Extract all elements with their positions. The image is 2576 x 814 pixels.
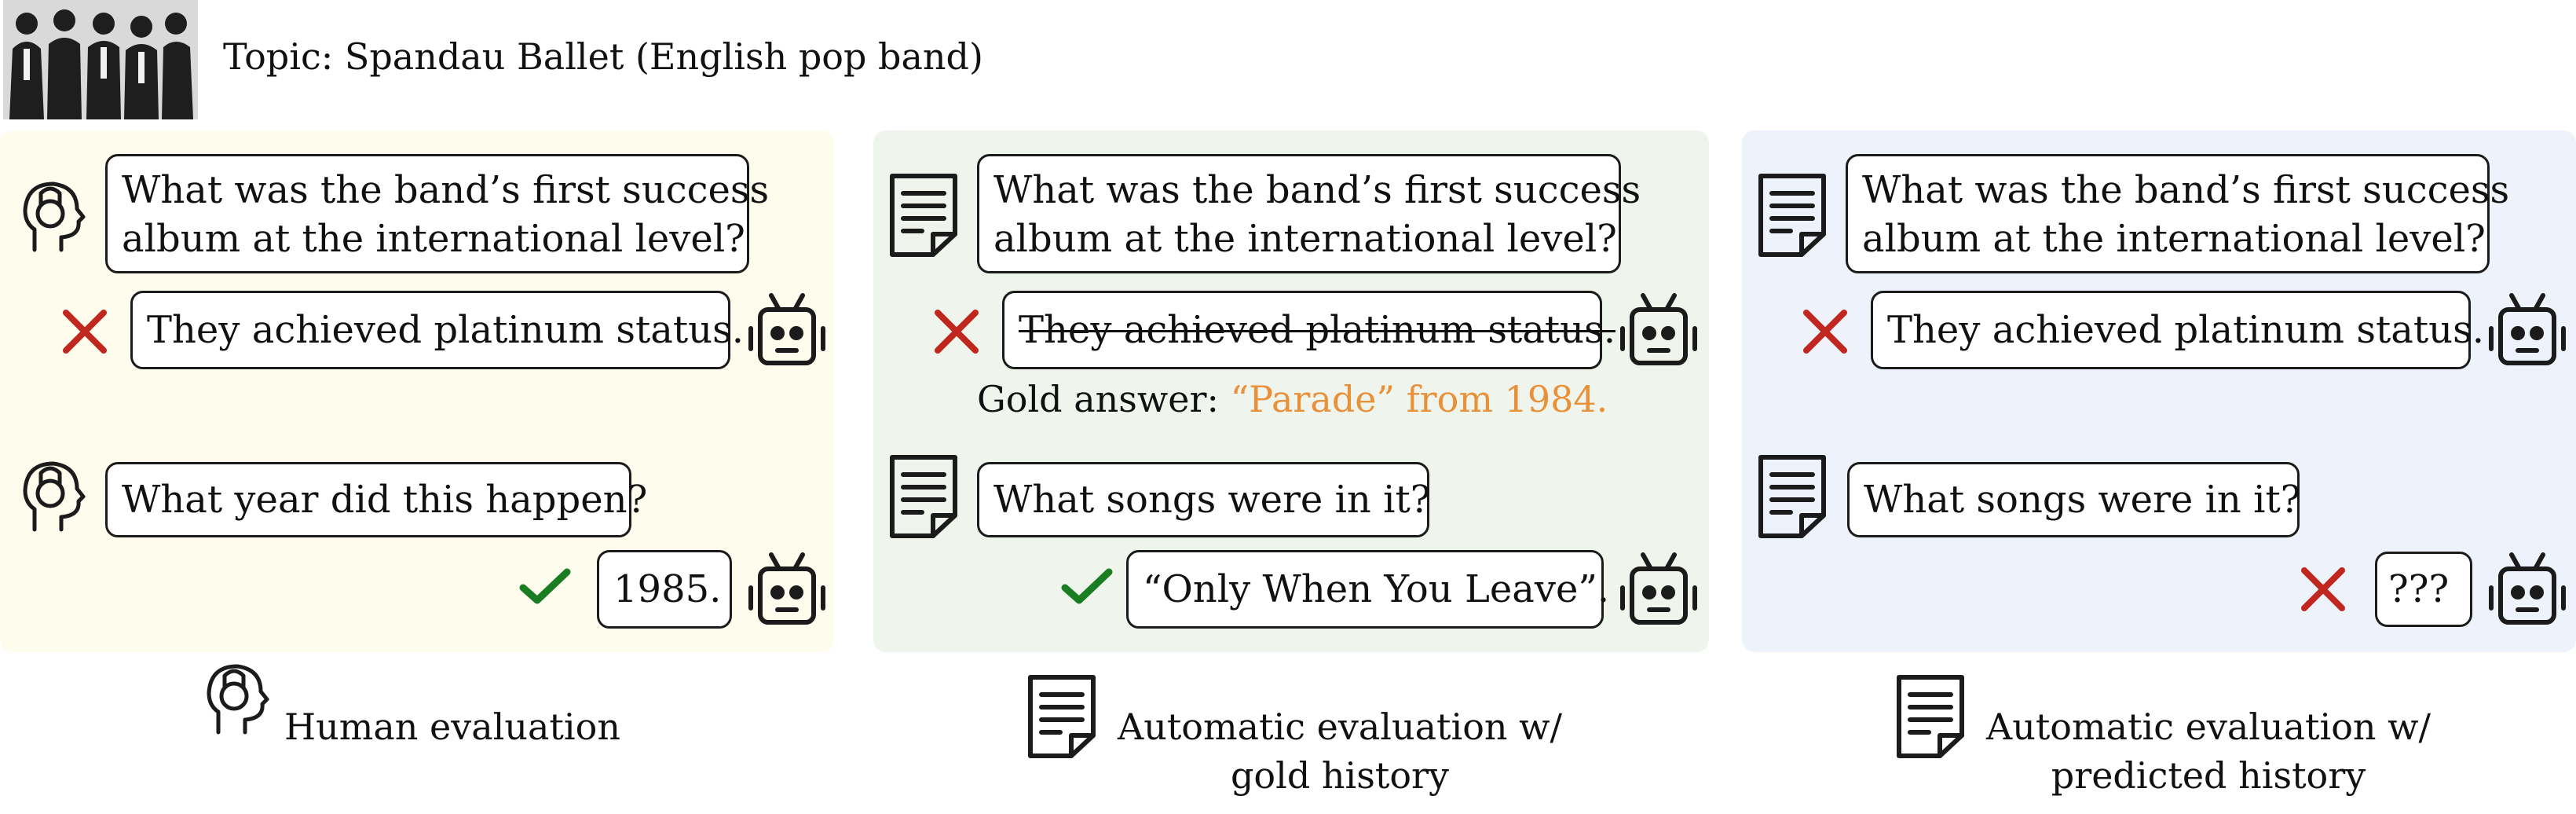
caption-line: gold history <box>1230 754 1450 797</box>
question-text: What songs were in it? <box>993 478 1431 522</box>
cross-icon <box>60 306 110 357</box>
answer-bubble: They achieved platinum status. <box>130 291 744 369</box>
caption-line: Automatic evaluation w/ <box>1117 706 1563 748</box>
robot-icon <box>746 291 828 369</box>
answer-text: They achieved platinum status. <box>147 308 744 352</box>
answer-text: ??? <box>2388 567 2450 611</box>
robot-icon <box>2486 291 2568 369</box>
question-bubble: What was the band’s first success album … <box>1846 154 2510 273</box>
robot-icon <box>1618 550 1700 629</box>
gold-answer: Gold answer: “Parade” from 1984. <box>977 376 1608 423</box>
caption-line: Automatic evaluation w/ <box>1985 706 2431 748</box>
robot-icon <box>746 550 828 629</box>
document-icon <box>1026 674 1098 759</box>
question-bubble: What songs were in it? <box>977 462 1431 537</box>
question-line: album at the international level? <box>122 217 745 261</box>
question-line: What was the band’s first success <box>122 168 770 212</box>
document-icon <box>1894 674 1967 759</box>
answer-text: 1985. <box>613 567 722 611</box>
answer-text: They achieved platinum status. <box>1887 308 2484 352</box>
robot-icon <box>1618 291 1700 369</box>
gold-answer-value: “Parade” from 1984. <box>1230 378 1608 420</box>
cross-icon <box>931 306 982 357</box>
answer-bubble: “Only When You Leave”. <box>1126 550 1609 629</box>
question-line: What was the band’s first success <box>993 168 1641 212</box>
human-head-icon <box>14 457 90 536</box>
question-line: album at the international level? <box>993 217 1617 261</box>
question-bubble: What was the band’s first success album … <box>105 154 770 273</box>
answer-bubble: 1985. <box>597 550 732 629</box>
question-line: What was the band’s first success <box>1862 168 2510 212</box>
answer-bubble: They achieved platinum status. <box>1871 291 2484 369</box>
question-bubble: What year did this happen? <box>105 462 647 537</box>
human-head-icon <box>198 660 273 739</box>
caption-gold-history: Automatic evaluation w/ gold history <box>1112 702 1568 800</box>
document-icon <box>887 173 960 258</box>
check-icon <box>518 566 572 607</box>
document-icon <box>1756 454 1828 539</box>
document-icon <box>1756 173 1828 258</box>
question-text: What year did this happen? <box>122 478 648 522</box>
robot-icon <box>2486 550 2568 629</box>
topic-title: Topic: Spandau Ballet (English pop band) <box>223 35 983 78</box>
caption-human-evaluation: Human evaluation <box>284 706 620 748</box>
question-text: What songs were in it? <box>1864 478 2301 522</box>
human-head-icon <box>14 178 90 256</box>
cross-icon <box>1800 306 1850 357</box>
cross-icon <box>2298 564 2348 614</box>
question-bubble: What was the band’s first success album … <box>977 154 1641 273</box>
question-line: album at the international level? <box>1862 217 2486 261</box>
check-icon <box>1060 566 1114 607</box>
answer-bubble: ??? <box>2375 552 2472 627</box>
question-bubble: What songs were in it? <box>1847 462 2300 537</box>
answer-text: “Only When You Leave”. <box>1143 567 1610 611</box>
band-photo <box>3 0 198 119</box>
caption-predicted-history: Automatic evaluation w/ predicted histor… <box>1981 702 2436 800</box>
answer-text: They achieved platinum status. <box>1019 308 1615 352</box>
document-icon <box>887 454 960 539</box>
caption-line: predicted history <box>2051 754 2366 797</box>
answer-bubble-struck: They achieved platinum status. <box>1002 291 1615 369</box>
gold-answer-label: Gold answer: <box>977 378 1231 420</box>
